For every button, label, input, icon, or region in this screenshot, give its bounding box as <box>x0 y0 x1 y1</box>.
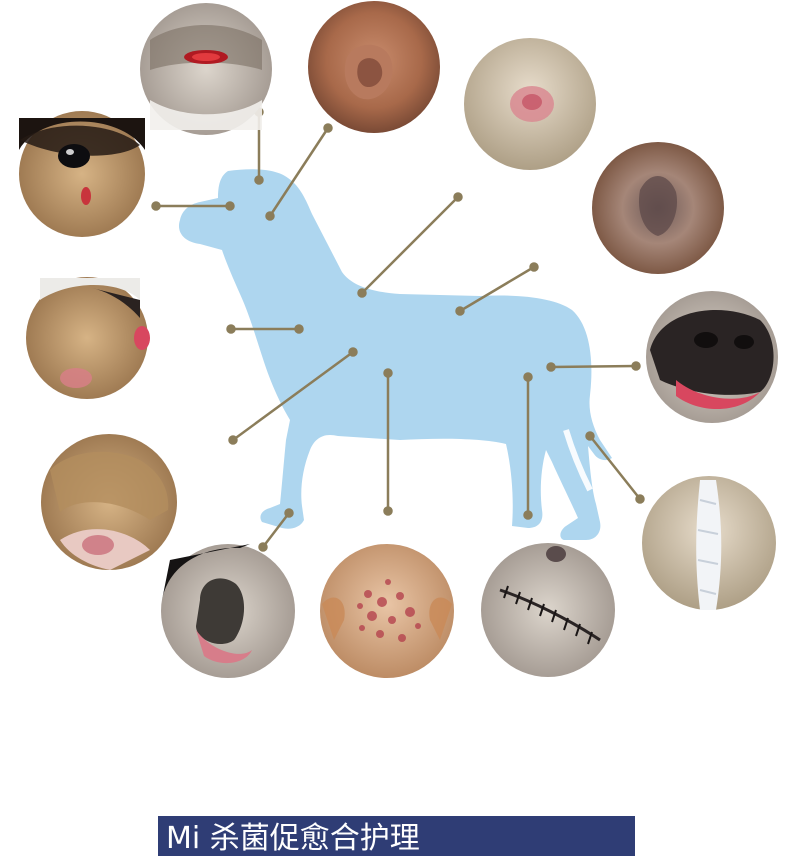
hair-loss-photo <box>592 142 724 274</box>
paw-pad-photo <box>161 544 295 678</box>
cheek-photo <box>26 277 150 399</box>
belly-rash-photo <box>320 544 454 678</box>
head-wound-photo <box>140 3 272 135</box>
eye-photo <box>19 111 145 237</box>
ear-photo <box>308 1 440 133</box>
dog-silhouette <box>178 169 613 540</box>
promo-banner: Mi 杀菌促愈合护理 <box>158 816 635 856</box>
surgical-suture-photo <box>481 543 615 677</box>
tail-bandage-photo <box>642 476 776 610</box>
back-lesion-photo <box>464 38 596 170</box>
chest-lesion-photo <box>41 434 177 570</box>
leader-lines <box>151 107 645 552</box>
nose-photo <box>646 291 778 423</box>
